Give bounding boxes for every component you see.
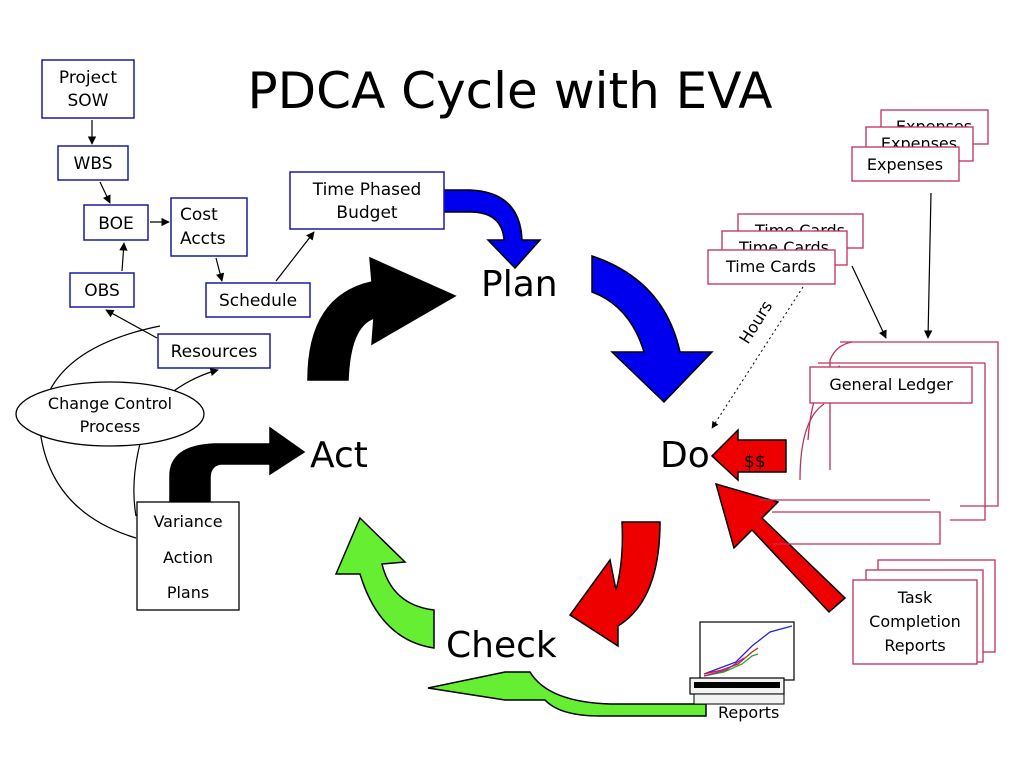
resources-label: Resources [171,342,258,362]
change-control-line1: Change Control [48,394,172,413]
stage-check: Check [446,625,557,666]
variance-line3: Plans [167,583,209,602]
page-title: PDCA Cycle with EVA [248,62,773,120]
cost-accts-box: Cost Accts [170,197,248,257]
wbs-label: WBS [74,154,113,174]
task-line1: Task [897,588,933,607]
task-line2: Completion [869,612,961,631]
change-control-process: Change Control Process [15,381,205,447]
task-reports-to-do-arrow [714,482,847,614]
general-ledger-box: General Ledger [809,366,973,404]
boe-box: BOE [83,204,149,241]
hours-label: Hours [735,297,776,347]
reports-printer-icon [689,621,795,705]
change-control-line2: Process [80,417,141,436]
variance-line2: Action [163,548,213,567]
do-to-check-arrow [568,521,661,648]
dollars-label: $$ [744,452,766,472]
cost-accts-line2: Accts [180,229,226,249]
schedule-to-budget-connector [275,231,315,282]
budget-to-plan-arrow [439,189,542,270]
obs-to-boe-connector [119,242,128,272]
project-sow-line1: Project [59,68,117,88]
task-line3: Reports [884,636,945,655]
schedule-label: Schedule [219,291,297,311]
stage-act: Act [310,435,368,476]
wbs-box: WBS [57,145,129,181]
time-phased-budget-line2: Budget [336,203,397,223]
general-ledger-label: General Ledger [829,375,953,394]
boe-label: BOE [98,214,134,234]
project-sow-box: Project SOW [41,59,135,119]
time-phased-budget-line1: Time Phased [312,180,422,200]
reports-label: Reports [718,703,779,722]
variance-line1: Variance [153,512,222,531]
wbs-to-boe-connector [99,181,111,204]
plan-to-do-arrow [591,254,714,404]
stage-plan: Plan [481,264,558,305]
variance-to-act-arrow [169,426,306,503]
reports-to-check-arrow [427,671,707,717]
stage-do: Do [660,435,710,476]
obs-label: OBS [84,281,120,301]
check-to-act-arrow [334,516,435,649]
expenses-front-label: Expenses [867,155,943,174]
act-to-plan-arrow [307,256,457,381]
time-cards-front-label: Time Cards [725,257,816,276]
resources-box: Resources [157,333,271,369]
resources-to-obs-connector [105,309,158,339]
time-phased-budget-box: Time Phased Budget [289,171,445,230]
schedule-box: Schedule [205,282,311,318]
dollars-to-do-arrow [710,428,787,482]
cost-to-schedule-connector [215,257,225,282]
task-completion-reports-stack: Task Completion Reports [852,559,996,665]
expenses-to-ledger-connector [923,192,933,339]
time-cards-to-ledger-connector [851,265,887,339]
cost-accts-line1: Cost [180,205,218,225]
time-cards-stack: Time Cards Time Cards Time Cards [707,213,864,285]
obs-box: OBS [69,272,135,308]
variance-action-plans-box: Variance Action Plans [136,501,240,611]
expenses-stack: Expenses Expenses Expenses [851,109,989,182]
project-sow-line2: SOW [68,91,109,111]
